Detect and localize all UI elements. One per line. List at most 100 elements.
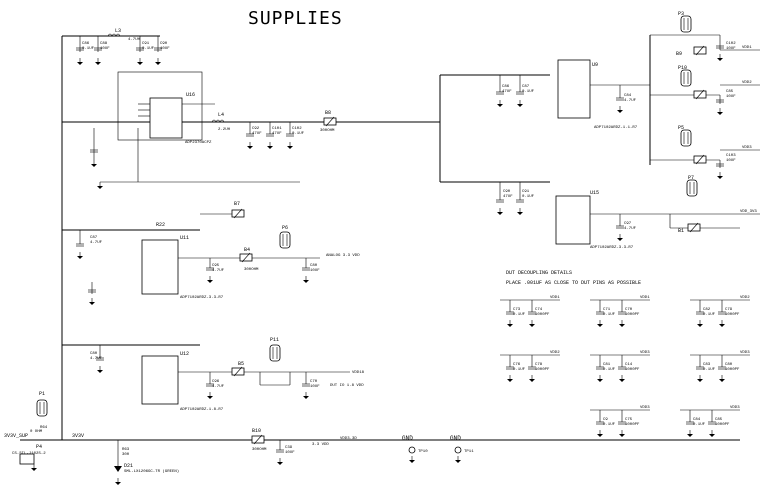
cap-value: 1000PF [625,313,640,317]
svg-text:4.7UF: 4.7UF [624,227,637,231]
u11-ic[interactable] [141,239,179,295]
u12-ic[interactable] [141,355,179,405]
u16-ic[interactable] [149,97,183,139]
svg-text:U11: U11 [180,235,189,241]
svg-text:47UF: 47UF [252,132,262,136]
ground-symbol [506,374,514,383]
svg-text:P4: P4 [36,444,42,450]
cap-ref: C70 [625,308,633,312]
cap-value: 0.1UF [603,313,616,317]
cap-ref: C75 [625,418,633,422]
svg-text:C96: C96 [212,380,220,384]
cap-ref: C14 [625,363,633,367]
ground-symbol [718,374,726,383]
svg-text:0.1UF: 0.1UF [522,90,535,94]
cap-value: 0.1UF [703,368,716,372]
svg-text:10UF: 10UF [310,385,320,389]
sheet-title: SUPPLIES [248,8,343,29]
cap-ref: C84 [693,418,701,422]
cap-ref: C76 [513,363,521,367]
cap-ref: C80 [725,363,733,367]
svg-text:0 OHM: 0 OHM [30,430,43,434]
svg-text:P6: P6 [282,225,288,231]
cap-value: 1000PF [725,313,740,317]
svg-text:B5: B5 [238,361,244,367]
svg-text:VDD_3V3: VDD_3V3 [740,210,757,214]
svg-text:D21: D21 [124,463,133,469]
svg-text:VDD3: VDD3 [742,146,752,150]
block5-ldo-1v1: C86 47UF C87 0.1UF U9 ADP7102ARDZ-1.1-R7… [495,11,760,180]
svg-text:0.1UF: 0.1UF [82,47,95,51]
svg-text:C86: C86 [82,42,90,46]
decoupling-net-label: VDD3 [740,351,750,355]
ground-symbol [686,429,694,438]
svg-text:C84: C84 [624,94,632,98]
svg-text:VDD2: VDD2 [742,81,752,85]
svg-text:R63: R63 [122,448,130,452]
svg-text:4.7UF: 4.7UF [90,357,103,361]
svg-text:GND: GND [402,435,413,442]
decoupling-net-label: VDD3 [730,406,740,410]
cap-value: 1000PF [725,368,740,372]
cap-ref: C74 [535,308,543,312]
svg-text:C70: C70 [310,380,318,384]
svg-text:P10: P10 [678,65,687,71]
svg-text:R64: R64 [40,426,48,430]
cap-value: 1000PF [535,368,550,372]
svg-text:C102: C102 [292,127,302,131]
svg-text:300: 300 [122,453,130,457]
u9-ic[interactable] [557,59,591,119]
cap-ref: C85 [715,418,723,422]
ground-symbol [528,374,536,383]
svg-text:L4: L4 [218,112,224,118]
ground-symbol [506,319,514,328]
ground-symbol [596,429,604,438]
svg-text:C85: C85 [726,90,734,94]
cap-ref: C78 [535,363,543,367]
svg-text:C88: C88 [100,42,108,46]
svg-text:ANALOG 3.3 VDD: ANALOG 3.3 VDD [326,254,360,258]
svg-text:4.7UF: 4.7UF [212,385,225,389]
svg-text:C102: C102 [726,42,736,46]
decoupling-groups: VDD1C730.1UFC741000PFVDD1C710.1UFC701000… [500,296,750,438]
svg-text:300OHM: 300OHM [244,268,259,272]
ground-symbol [708,429,716,438]
block2-ldo-analog: R22 B7 C87 4.7UF U11 ADP7102ARDZ-3.3-R7 … [62,201,360,306]
svg-text:P3: P3 [678,11,684,17]
svg-text:C80: C80 [90,352,98,356]
svg-text:U16: U16 [186,92,195,98]
svg-text:10UF: 10UF [100,47,110,51]
cap-value: 1000PF [535,313,550,317]
svg-text:P5: P5 [678,125,684,131]
cap-value: 0.1UF [603,423,616,427]
svg-text:10UF: 10UF [726,47,736,51]
svg-text:C87: C87 [522,85,530,89]
svg-text:300OHM: 300OHM [320,129,335,133]
decoupling-note: PLACE .001UF AS CLOSE TO DUT PINS AS POS… [506,280,641,286]
decoupling-heading: DUT DECOUPLING DETAILS [506,270,572,276]
svg-text:TP10: TP10 [418,450,428,454]
svg-text:10UF: 10UF [160,47,170,51]
u15-ic[interactable] [555,195,591,245]
svg-text:U15: U15 [590,190,599,196]
p4-connector[interactable] [19,453,35,465]
svg-text:C97: C97 [624,222,632,226]
cap-value: 0.1UF [513,368,526,372]
svg-text:47UF: 47UF [503,195,513,199]
cap-ref: C71 [603,308,611,312]
cap-ref: C73 [513,308,521,312]
svg-text:ADP7102ARDZ-1.8-R7: ADP7102ARDZ-1.8-R7 [180,408,224,412]
cap-value: 0.1UF [693,423,706,427]
svg-text:C92: C92 [252,127,260,131]
input-section: P1 R64 0 OHM 3V3V_SUP 3V3V P4 CS-SIL-J10… [4,391,740,486]
svg-text:300OHM: 300OHM [252,448,267,452]
svg-text:3.3 VDD: 3.3 VDD [312,443,329,447]
svg-text:SML-LX1206GC-TR (GREEN): SML-LX1206GC-TR (GREEN) [124,469,179,474]
svg-text:C95: C95 [212,264,220,268]
ground-symbol [596,319,604,328]
cap-value: 0.1UF [513,313,526,317]
svg-text:CS-SIL-J102S-2: CS-SIL-J102S-2 [12,452,46,456]
decoupling-net-label: VDD2 [740,296,750,300]
